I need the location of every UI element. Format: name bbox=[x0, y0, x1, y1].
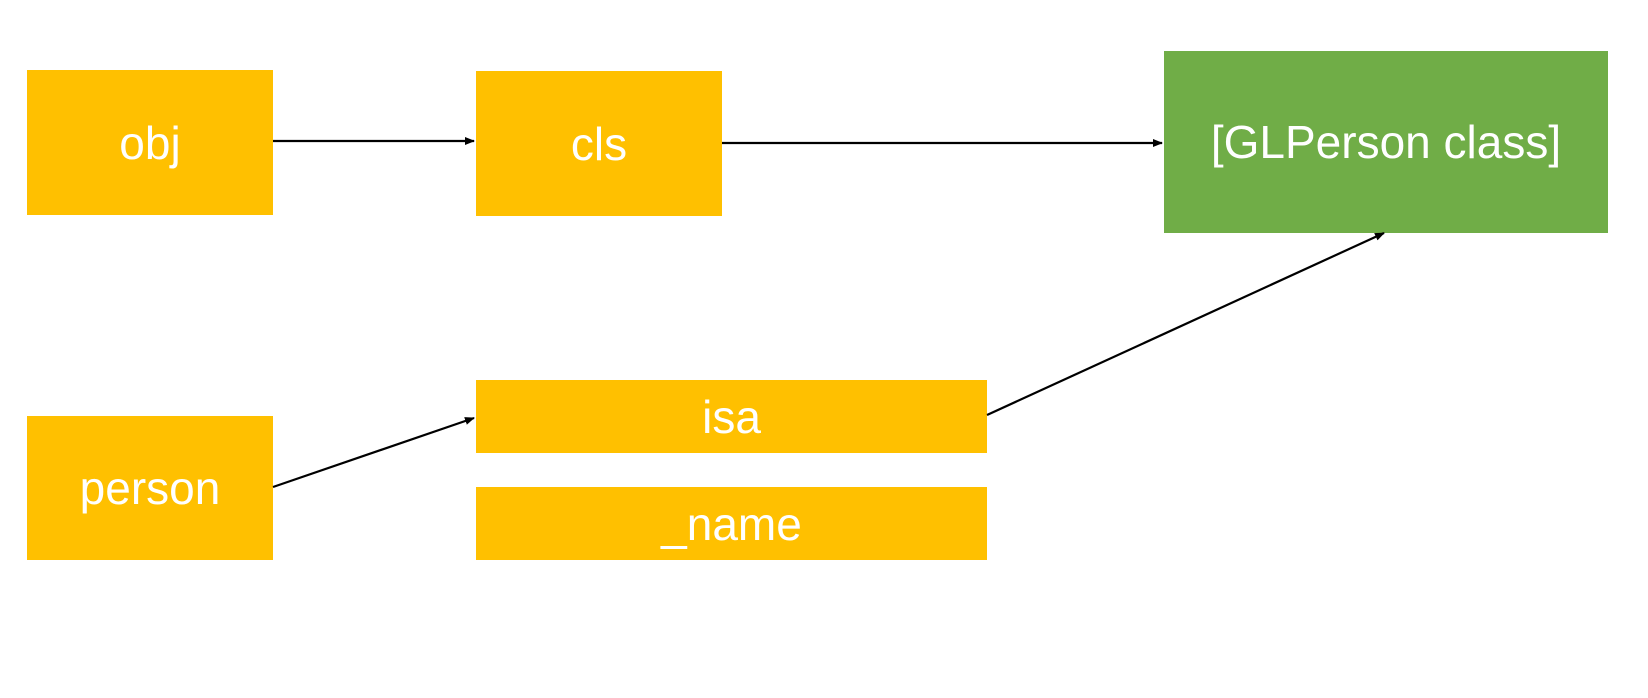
obj-label: obj bbox=[119, 116, 181, 169]
cls-label: cls bbox=[570, 117, 628, 170]
glperson-class-label: [GLPerson class] bbox=[1210, 116, 1562, 168]
isa-label: isa bbox=[702, 390, 761, 443]
isa-field-node: isa bbox=[476, 380, 987, 453]
cls-node: cls bbox=[476, 71, 722, 216]
name-field-node: _name bbox=[476, 487, 987, 560]
obj-node: obj bbox=[27, 70, 273, 215]
glperson-class-node: [GLPerson class] bbox=[1164, 51, 1608, 233]
name-label: _name bbox=[661, 497, 802, 550]
arrow-person-to-isa bbox=[272, 416, 475, 489]
person-node: person bbox=[27, 416, 273, 560]
arrow-isa-to-glperson-class bbox=[986, 232, 1385, 416]
person-label: person bbox=[79, 462, 221, 514]
